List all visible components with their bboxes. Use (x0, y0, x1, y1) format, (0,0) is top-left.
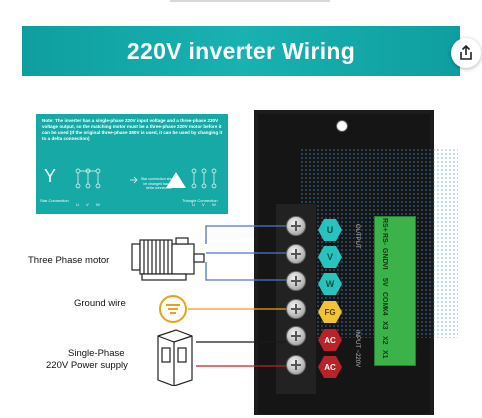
star-connection-label: Star Connection (40, 198, 69, 203)
connection-diagrams: U V W U V W (75, 168, 217, 207)
svg-text:U: U (76, 202, 79, 207)
note-panel: Note: The inverter has a single-phase 22… (36, 114, 228, 214)
divider (170, 0, 330, 2)
motor-icon (131, 237, 205, 281)
svg-text:U: U (192, 202, 195, 207)
screw-ac1 (286, 326, 306, 346)
ground-icon (159, 295, 187, 323)
power-label-line2: 220V Power supply (46, 360, 128, 371)
screw-ac2 (286, 355, 306, 375)
terminal-w: W (318, 273, 342, 295)
share-icon (460, 45, 472, 60)
breaker-icon (157, 329, 193, 386)
screw-u (286, 216, 306, 236)
ground-label: Ground wire (74, 298, 126, 309)
terminal-fg: FG (318, 301, 342, 323)
svg-text:W: W (96, 202, 100, 207)
power-label-line1: Single-Phase (68, 348, 125, 359)
top-strip (0, 0, 482, 14)
terminal-u: U (318, 219, 342, 241)
terminal-ac2: AC (318, 356, 342, 378)
triangle-connection-label: Triangle Connection (182, 198, 218, 203)
screw-w (286, 271, 306, 291)
terminal-v: V (318, 246, 342, 268)
svg-text:V: V (202, 202, 205, 207)
terminal-ac1: AC (318, 329, 342, 351)
svg-text:V: V (86, 202, 89, 207)
conversion-note: Star connection should be changed back t… (140, 177, 178, 191)
title-banner: 220V inverter Wiring (22, 26, 460, 76)
screw-v (286, 244, 306, 264)
svg-text:W: W (212, 202, 216, 207)
banner-title: 220V inverter Wiring (126, 37, 356, 64)
control-terminal-block (374, 216, 416, 366)
mount-hole (336, 120, 348, 132)
share-button[interactable] (451, 38, 481, 68)
screw-fg (286, 299, 306, 319)
star-symbol: Y (44, 166, 57, 186)
note-text: Note: The inverter has a single-phase 22… (42, 118, 223, 141)
motor-label: Three Phase motor (28, 255, 110, 266)
